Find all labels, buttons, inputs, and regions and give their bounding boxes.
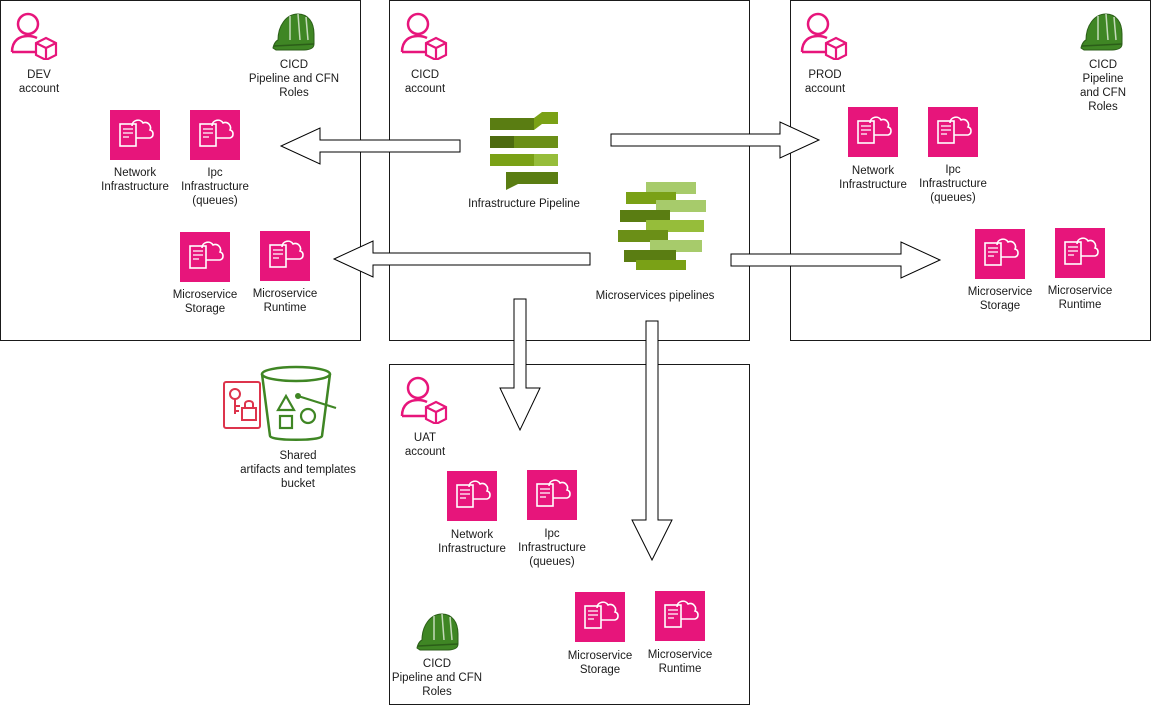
arrow-to-uat-ms xyxy=(631,320,673,562)
uat-storage-cfn-icon xyxy=(575,592,625,642)
arrow-to-prod-infra xyxy=(610,121,821,159)
arrow-to-prod-ms xyxy=(730,241,942,279)
dev-account-icon xyxy=(10,12,58,60)
s3-bucket-icon xyxy=(260,365,337,441)
prod-account-label: PROD account xyxy=(804,69,846,95)
prod-ipc-cfn-icon xyxy=(928,107,978,157)
prod-helmet-icon xyxy=(1080,13,1123,51)
dev-network-label: Network Infrastructure xyxy=(101,167,169,193)
prod-ipc-label: Ipc Infrastructure (queues) xyxy=(919,164,987,204)
arrow-to-uat-infra xyxy=(499,298,541,432)
uat-helmet-icon xyxy=(416,613,459,651)
prod-network-cfn-icon xyxy=(848,107,898,157)
uat-runtime-cfn-icon xyxy=(655,591,705,641)
cicd-account-icon xyxy=(400,12,448,60)
dev-roles-label: CICD Pipeline and CFN Roles xyxy=(248,59,340,99)
dev-network-cfn-icon xyxy=(110,110,160,160)
uat-network-label: Network Infrastructure xyxy=(438,529,506,555)
secrets-manager-icon xyxy=(223,381,261,429)
arrow-to-dev-infra xyxy=(279,127,461,165)
ms-pipelines-label: Microservices pipelines xyxy=(595,290,715,302)
dev-account-box xyxy=(0,0,361,341)
prod-storage-label: Microservice Storage xyxy=(967,286,1033,312)
prod-runtime-cfn-icon xyxy=(1055,228,1105,278)
uat-runtime-label: Microservice Runtime xyxy=(647,649,713,675)
shared-bucket-label: Shared artifacts and templates bucket xyxy=(240,450,356,490)
prod-account-box xyxy=(790,0,1151,341)
uat-network-cfn-icon xyxy=(447,471,497,521)
dev-account-label: DEV account xyxy=(18,69,60,95)
uat-account-icon xyxy=(400,376,448,424)
infra-pipeline-label: Infrastructure Pipeline xyxy=(468,198,580,210)
uat-ipc-label: Ipc Infrastructure (queues) xyxy=(518,528,586,568)
prod-roles-label: CICD Pipeline and CFN Roles xyxy=(1079,59,1127,113)
prod-network-label: Network Infrastructure xyxy=(839,165,907,191)
prod-runtime-label: Microservice Runtime xyxy=(1047,285,1113,311)
ms-pipelines-icon xyxy=(618,182,706,270)
dev-ipc-label: Ipc Infrastructure (queues) xyxy=(181,167,249,207)
prod-account-icon xyxy=(800,12,848,60)
uat-ipc-cfn-icon xyxy=(527,470,577,520)
dev-storage-label: Microservice Storage xyxy=(172,289,238,315)
dev-storage-cfn-icon xyxy=(180,232,230,282)
dev-runtime-cfn-icon xyxy=(260,231,310,281)
uat-storage-label: Microservice Storage xyxy=(567,650,633,676)
cicd-account-box xyxy=(389,0,750,341)
cicd-account-label: CICD account xyxy=(404,69,446,95)
arrow-to-dev-ms xyxy=(332,240,591,278)
dev-helmet-icon xyxy=(272,13,315,51)
uat-account-label: UAT account xyxy=(404,432,446,458)
prod-storage-cfn-icon xyxy=(975,229,1025,279)
dev-runtime-label: Microservice Runtime xyxy=(252,288,318,314)
uat-roles-label: CICD Pipeline and CFN Roles xyxy=(391,658,483,698)
infra-pipeline-icon xyxy=(490,112,558,190)
dev-ipc-cfn-icon xyxy=(190,110,240,160)
